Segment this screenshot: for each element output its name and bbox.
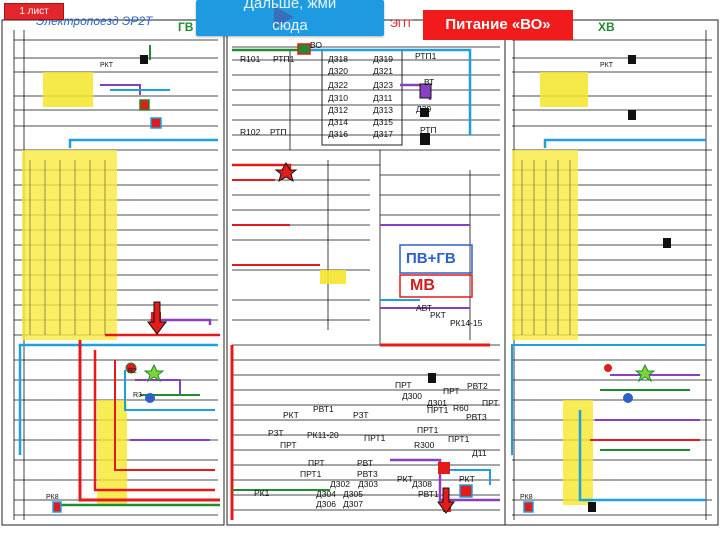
play-arrow-icon xyxy=(274,6,294,28)
label-prt1-3: ПРТ1 xyxy=(427,405,449,415)
label-vt: ВТ xyxy=(424,77,435,87)
label-d314: Д314 xyxy=(328,117,348,127)
label-rvt1-b: РВТ1 xyxy=(418,489,439,499)
label-prt-2: ПРТ xyxy=(280,440,297,450)
label-d302: Д302 xyxy=(330,479,350,489)
label-rkt-right: РКТ xyxy=(600,62,614,69)
label-d39: Д39 xyxy=(416,104,432,114)
next-button-line2: сюда xyxy=(272,17,308,34)
label-rkt-left: РКТ xyxy=(100,62,114,69)
label-prt: ПРТ xyxy=(395,380,412,390)
label-d300: Д300 xyxy=(402,391,422,401)
label-prt-4: ПРТ xyxy=(482,398,499,408)
label-d310: Д310 xyxy=(328,93,348,103)
label-d11: Д11 xyxy=(472,448,487,458)
label-rzt: РЗТ xyxy=(353,410,369,420)
label-d303: Д303 xyxy=(358,479,378,489)
label-rvt3-b: РВТ3 xyxy=(357,469,378,479)
label-d305: Д305 xyxy=(343,489,363,499)
label-d322: Д322 xyxy=(328,80,348,90)
label-d313: Д313 xyxy=(373,105,393,115)
label-rtp-right: РТП xyxy=(420,125,437,135)
section-gv-label: ГВ xyxy=(178,20,194,34)
label-d321: Д321 xyxy=(373,66,393,76)
label-d311: Д311 xyxy=(373,93,393,103)
label-r101: R101 xyxy=(240,54,261,64)
label-d304: Д304 xyxy=(316,489,336,499)
label-d316: Д316 xyxy=(328,129,348,139)
section-pv-gv-label: ПВ+ГВ xyxy=(406,250,456,267)
label-rvt2: РВТ2 xyxy=(467,381,488,391)
label-d306: Д306 xyxy=(316,499,336,509)
next-button[interactable]: Дальше, жми сюда xyxy=(196,0,384,36)
label-d323: Д323 xyxy=(373,80,393,90)
section-xv-label: ХВ xyxy=(598,20,615,34)
label-prt1-4: ПРТ1 xyxy=(448,434,470,444)
label-d320: Д320 xyxy=(328,66,348,76)
label-rkt-2: РКТ xyxy=(283,410,299,420)
label-rk14-15: РК14-15 xyxy=(450,318,483,328)
label-r300: R300 xyxy=(414,440,435,450)
label-rk8-left: РК8 xyxy=(46,494,59,501)
label-rk8-right: РК8 xyxy=(520,494,533,501)
label-prt1: ПРТ1 xyxy=(417,425,439,435)
label-r102: R102 xyxy=(240,127,261,137)
label-d315: Д315 xyxy=(373,117,393,127)
label-rtp: РТП xyxy=(270,127,287,137)
label-rvt1: РВТ1 xyxy=(313,404,334,414)
label-vo: ВО xyxy=(310,40,322,50)
label-d301: Д301 xyxy=(427,398,447,408)
section-mv-label: МВ xyxy=(410,277,435,294)
power-title-badge: Питание «ВО» xyxy=(423,10,573,40)
label-d307: Д307 xyxy=(343,499,363,509)
label-rkt: РКТ xyxy=(430,310,446,320)
label-rkt-3: РКТ xyxy=(397,474,413,484)
label-rk1: РК1 xyxy=(254,488,270,498)
label-r2-left: R2 xyxy=(128,368,137,375)
label-rtp1-right: РТП1 xyxy=(415,51,437,61)
section-ept-label: ЭПТ xyxy=(390,18,413,30)
label-rk11-20: РК11-20 xyxy=(307,430,339,440)
label-rkt-4: РКТ xyxy=(459,474,475,484)
label-rvt-b: РВТ xyxy=(357,458,373,468)
next-button-line1: Дальше, жми xyxy=(243,0,337,12)
label-avt: АВТ xyxy=(416,303,432,313)
label-d318: Д318 xyxy=(328,54,348,64)
label-rvt3: РВТ3 xyxy=(466,412,487,422)
label-d312: Д312 xyxy=(328,105,348,115)
label-prt1-2: ПРТ1 xyxy=(364,433,386,443)
label-d308: Д308 xyxy=(412,479,432,489)
label-r60: R60 xyxy=(453,403,469,413)
label-prt-5: ПРТ xyxy=(308,458,325,468)
label-r3-left: R3 xyxy=(133,392,142,399)
label-rzt-left: РЗТ xyxy=(268,428,284,438)
label-d317: Д317 xyxy=(373,129,393,139)
label-prt1-b: ПРТ1 xyxy=(300,469,322,479)
label-d319: Д319 xyxy=(373,54,393,64)
train-title: Электропоезд ЭР2Т xyxy=(36,14,153,28)
label-rtp1: РТП1 xyxy=(273,54,295,64)
label-prt-3: ПРТ xyxy=(443,386,460,396)
sheet-badge[interactable]: 1 лист xyxy=(4,3,64,20)
